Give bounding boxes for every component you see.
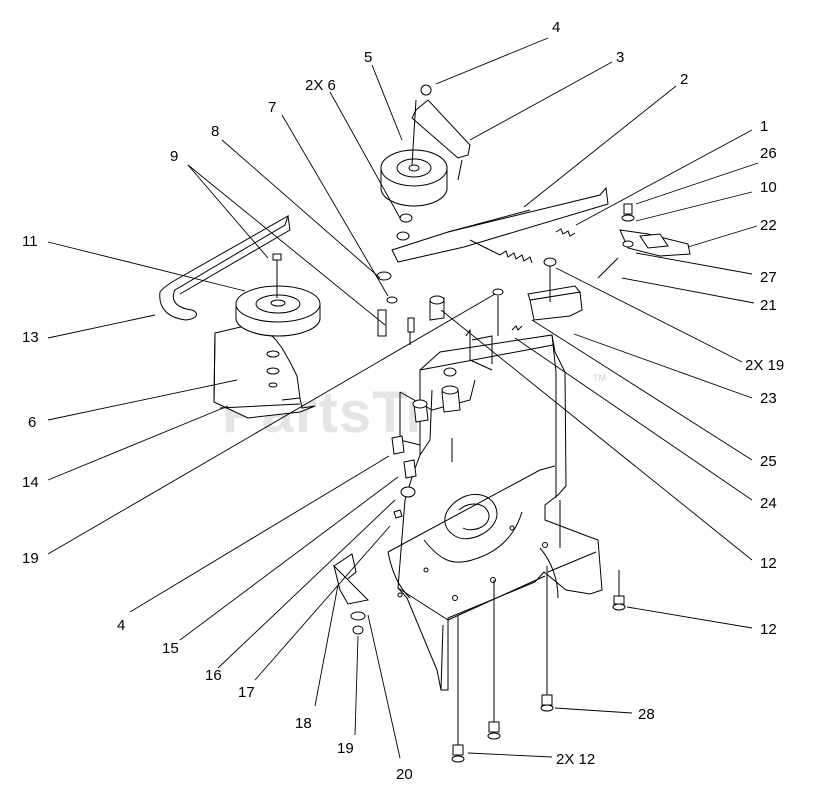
callout-19: 19 xyxy=(22,550,39,567)
exploded-view xyxy=(159,84,691,763)
idler-pulley-lower xyxy=(235,253,321,388)
callout-9: 9 xyxy=(170,148,178,165)
callout-2x12: 2X 12 xyxy=(556,751,595,768)
right-bracket xyxy=(492,203,691,336)
callout-8: 8 xyxy=(211,123,219,140)
callout-16: 16 xyxy=(205,667,222,684)
watermark-tm: TM xyxy=(593,373,606,383)
callout-22: 22 xyxy=(760,217,777,234)
callout-18: 18 xyxy=(295,715,312,732)
belt xyxy=(159,214,291,321)
idler-pulley-upper xyxy=(380,84,471,241)
main-housing xyxy=(387,328,603,691)
bottom-bolts xyxy=(451,566,626,763)
leader-lines xyxy=(47,37,759,759)
callout-5: 5 xyxy=(364,49,372,66)
callout-11: 11 xyxy=(22,233,38,250)
callout-4: 4 xyxy=(552,19,560,36)
callout-4-lower: 4 xyxy=(117,617,125,634)
callout-13: 13 xyxy=(22,329,39,346)
callout-27: 27 xyxy=(760,269,777,286)
callout-24: 24 xyxy=(760,495,777,512)
callout-2: 2 xyxy=(680,71,688,88)
callout-1: 1 xyxy=(760,118,768,135)
callout-23: 23 xyxy=(760,390,777,407)
callout-7: 7 xyxy=(268,99,276,116)
pivot-hardware xyxy=(333,271,461,635)
callout-15: 15 xyxy=(162,640,179,657)
callout-2x6: 2X 6 xyxy=(305,77,336,94)
callout-19-lower: 19 xyxy=(337,740,354,757)
callout-25: 25 xyxy=(760,453,777,470)
callout-3: 3 xyxy=(616,49,624,66)
callout-12-lower: 12 xyxy=(760,621,777,638)
left-shield xyxy=(213,321,316,419)
callout-20: 20 xyxy=(396,766,413,783)
callout-6: 6 xyxy=(28,414,36,431)
callout-14: 14 xyxy=(22,474,39,491)
callout-21: 21 xyxy=(760,297,777,314)
callout-2x19: 2X 19 xyxy=(745,357,784,374)
callout-labels: 4 3 5 2X 6 2 8 7 1 9 26 10 22 11 27 21 1… xyxy=(22,19,784,783)
callout-26: 26 xyxy=(760,145,777,162)
callout-28: 28 xyxy=(638,706,655,723)
callout-17: 17 xyxy=(238,684,255,701)
callout-12: 12 xyxy=(760,555,777,572)
tension-rod xyxy=(391,186,609,264)
callout-10: 10 xyxy=(760,179,777,196)
